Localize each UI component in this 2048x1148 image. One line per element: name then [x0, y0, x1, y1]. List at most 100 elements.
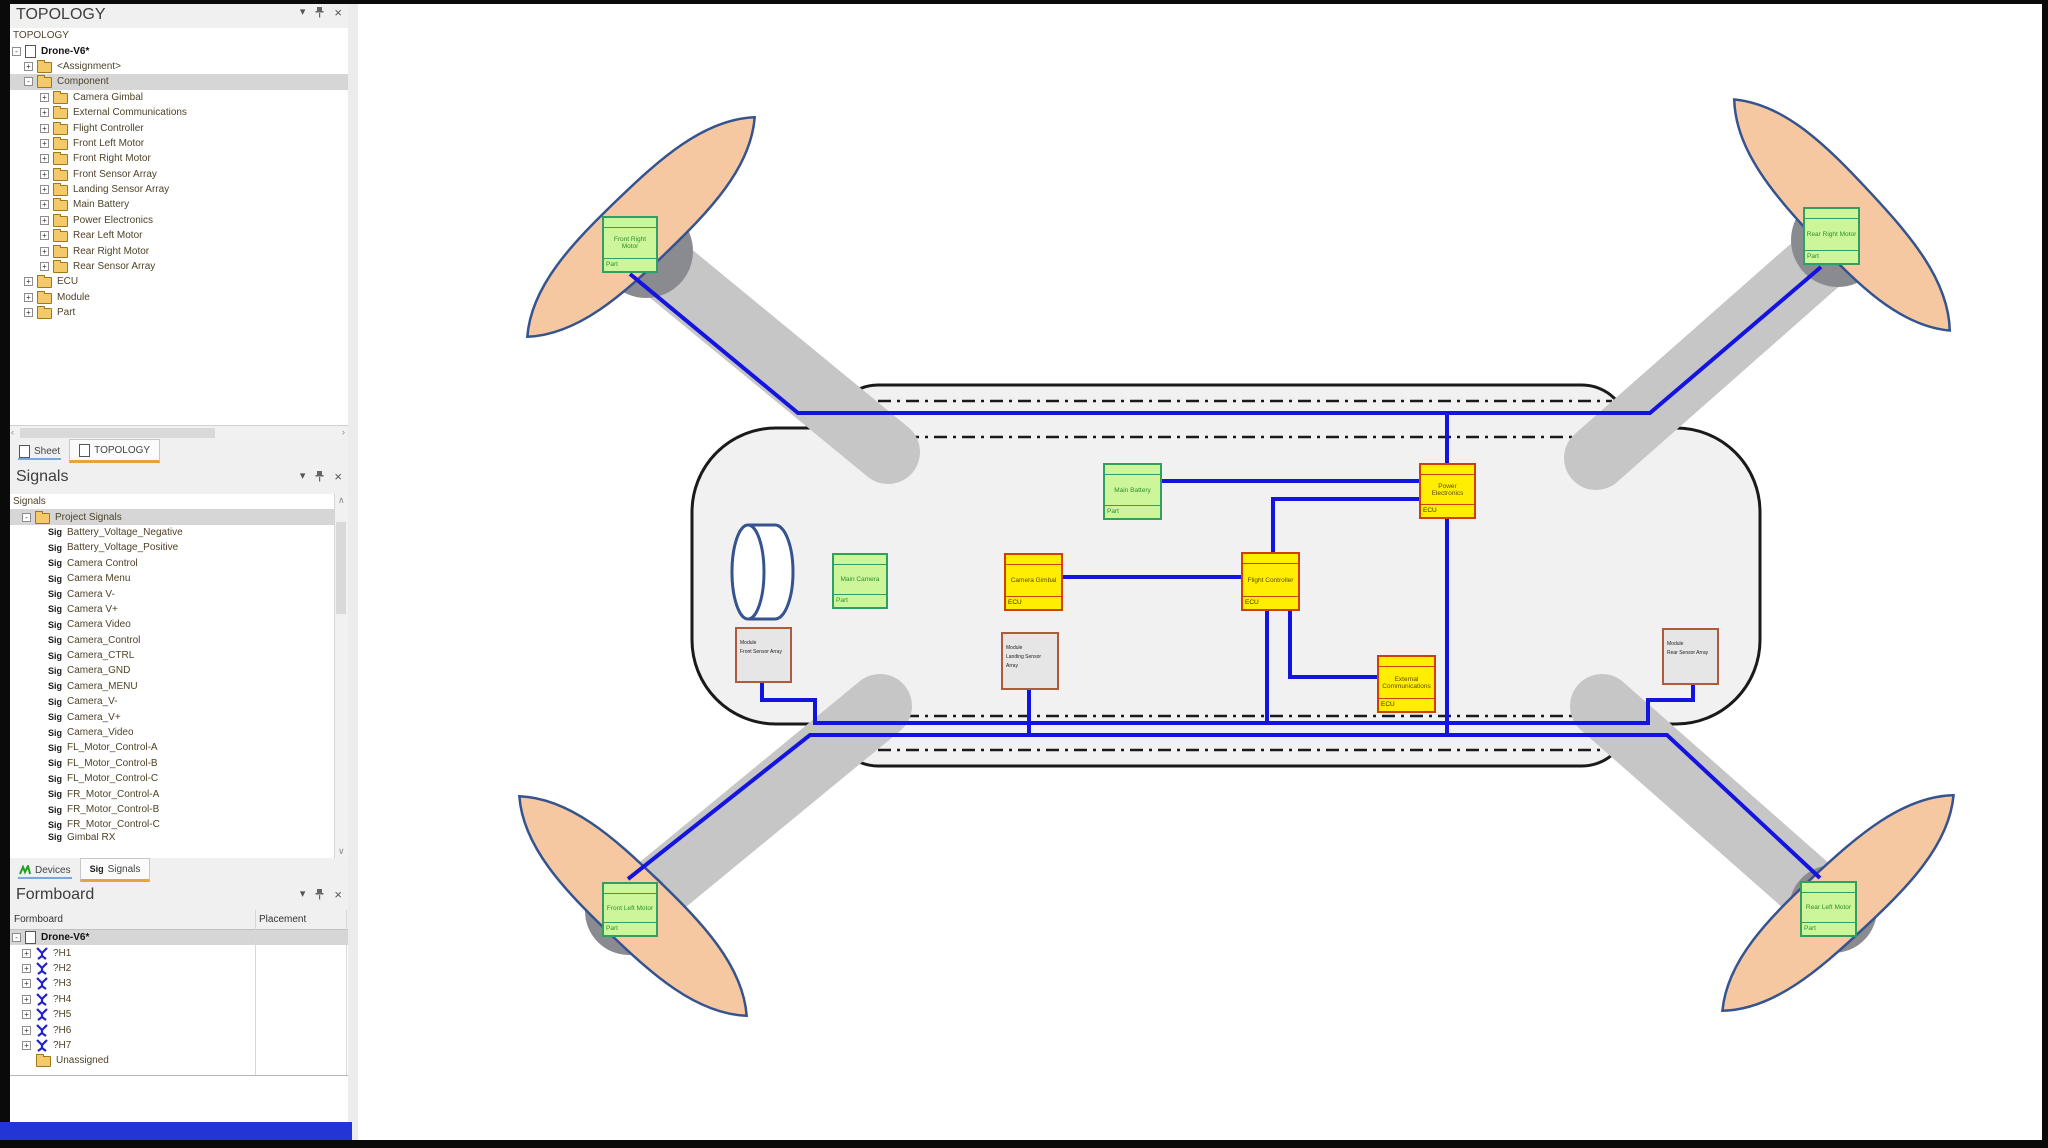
tree-item-unassigned[interactable]: Unassigned — [10, 1053, 348, 1068]
scroll-right-icon[interactable]: › — [342, 427, 345, 437]
tree-item-category[interactable]: + Module — [10, 290, 348, 305]
rear-right-motor-box[interactable]: Rear Right Motor Part — [1803, 207, 1860, 265]
tree-item-component-child[interactable]: + Camera Gimbal — [10, 90, 348, 105]
close-icon[interactable]: × — [334, 468, 342, 484]
harness-item[interactable]: + ?H6 — [10, 1022, 348, 1037]
tab-devices[interactable]: Devices — [10, 858, 80, 882]
front-sensor-array-module[interactable]: Module Front Sensor Array — [735, 627, 792, 683]
folder-icon — [53, 121, 68, 135]
topology-tree[interactable]: TOPOLOGY - Drone-V6* + <Assignment> - Co… — [10, 28, 348, 425]
tree-item-component-child[interactable]: + Rear Left Motor — [10, 228, 348, 243]
signal-item[interactable]: Sig Camera_CTRL — [48, 650, 135, 662]
front-left-motor-box[interactable]: Front Left Motor Part — [602, 882, 658, 937]
signal-item[interactable]: Sig FR_Motor_Control-B — [48, 804, 160, 815]
main-battery-box[interactable]: Main Battery Part — [1103, 463, 1162, 520]
external-communications-box[interactable]: External Communications ECU — [1377, 655, 1436, 713]
landing-sensor-array-module[interactable]: Module Landing Sensor Array — [1001, 632, 1059, 690]
harness-item[interactable]: + ?H1 — [10, 945, 348, 960]
tree-item-component[interactable]: - Component — [10, 74, 348, 90]
scroll-up-icon[interactable]: ∧ — [338, 495, 345, 505]
tree-item-component-child[interactable]: + Front Right Motor — [10, 151, 348, 166]
box-label: External Communications — [1382, 675, 1431, 690]
tree-item-component-child[interactable]: + Front Left Motor — [10, 136, 348, 151]
harness-item[interactable]: + ?H7 — [10, 1038, 348, 1053]
signal-item[interactable]: Sig Camera_V+ — [48, 711, 121, 723]
tree-item-component-child[interactable]: + Power Electronics — [10, 213, 348, 228]
box-label: Front Right Motor — [613, 236, 647, 250]
signal-item[interactable]: Sig Battery_Voltage_Positive — [48, 542, 179, 554]
main-camera-box[interactable]: Main Camera Part — [832, 553, 888, 609]
signal-item[interactable]: Sig Camera Control — [48, 557, 138, 569]
tree-item-category[interactable]: + Part — [10, 305, 348, 320]
signal-item[interactable]: Sig Camera V- — [48, 588, 115, 600]
box-header — [1802, 883, 1855, 893]
tree-item-component-child[interactable]: + Rear Right Motor — [10, 243, 348, 258]
signal-item[interactable]: Sig FR_Motor_Control-A — [48, 788, 160, 800]
formboard-panel-title: Formboard — [10, 884, 348, 908]
tab-signals[interactable]: Sig Signals — [79, 858, 151, 882]
tree-item-category[interactable]: + ECU — [10, 274, 348, 289]
folder-icon — [53, 198, 68, 212]
tab-topology[interactable]: TOPOLOGY — [69, 439, 161, 463]
tree-item-project[interactable]: - Drone-V6* — [10, 43, 348, 58]
signal-item[interactable]: Sig Camera_GND — [48, 665, 131, 677]
signals-vscrollbar[interactable]: ∧ ∨ — [334, 494, 348, 858]
scroll-left-icon[interactable]: ‹ — [11, 427, 14, 437]
wire-power-electronics-to-flight-controller — [1271, 497, 1419, 552]
formboard-column-headers[interactable]: Formboard Placement — [10, 910, 348, 930]
tree-item-assignment[interactable]: + <Assignment> — [10, 59, 348, 74]
tree-item-component-child[interactable]: + Flight Controller — [10, 120, 348, 135]
pin-icon[interactable] — [315, 470, 324, 482]
vscrollbar-thumb[interactable] — [336, 522, 346, 614]
box-label: Camera Gimbal — [1010, 577, 1057, 584]
signal-item[interactable]: Sig Camera Video — [48, 619, 131, 631]
tree-item-formboard-project[interactable]: - Drone-V6* — [10, 930, 348, 946]
close-icon[interactable]: × — [334, 886, 342, 902]
signals-tree[interactable]: Signals - Project Signals Sig Battery_Vo… — [10, 494, 348, 858]
signal-item[interactable]: Sig FL_Motor_Control-A — [48, 742, 158, 754]
chevron-down-icon[interactable]: ▾ — [299, 5, 306, 18]
pin-icon[interactable] — [315, 888, 324, 900]
harness-item[interactable]: + ?H4 — [10, 992, 348, 1007]
formboard-tree[interactable]: - Drone-V6* + ?H1 + ?H2 — [10, 930, 348, 1122]
column-divider[interactable] — [255, 910, 256, 1075]
signal-item-partial[interactable]: Sig Gimbal RX — [48, 832, 116, 842]
wires[interactable] — [626, 265, 1823, 881]
tree-item-component-child[interactable]: + External Communications — [10, 105, 348, 120]
tree-item-component-child[interactable]: + Landing Sensor Array — [10, 182, 348, 197]
signal-item[interactable]: Sig FR_Motor_Control-C — [48, 819, 160, 831]
close-icon[interactable]: × — [334, 4, 342, 20]
tree-item-component-child[interactable]: + Rear Sensor Array — [10, 259, 348, 274]
hscrollbar-thumb[interactable] — [20, 428, 215, 438]
signal-item[interactable]: Sig Camera_V- — [48, 696, 118, 708]
harness-item[interactable]: + ?H2 — [10, 961, 348, 976]
signal-item[interactable]: Sig Camera_Video — [48, 727, 134, 739]
signal-item[interactable]: Sig Camera_Control — [48, 634, 141, 646]
signal-item[interactable]: Sig Camera Menu — [48, 573, 131, 585]
pin-icon[interactable] — [315, 6, 324, 18]
front-right-motor-box[interactable]: Front Right Motor Part — [602, 216, 658, 273]
tree-item-component-child[interactable]: + Main Battery — [10, 197, 348, 212]
flight-controller-box[interactable]: Flight Controller ECU — [1241, 552, 1300, 611]
signal-item[interactable]: Sig Camera V+ — [48, 603, 118, 615]
signal-item[interactable]: Sig FL_Motor_Control-C — [48, 773, 159, 785]
chevron-down-icon[interactable]: ▾ — [299, 469, 306, 482]
tree-item-component-child[interactable]: + Front Sensor Array — [10, 167, 348, 182]
body-dashdot-lines — [850, 399, 1612, 752]
camera-gimbal-box[interactable]: Camera Gimbal ECU — [1004, 553, 1063, 611]
signal-item[interactable]: Sig Camera_MENU — [48, 680, 138, 692]
harness-item[interactable]: + ?H5 — [10, 1007, 348, 1022]
column-divider[interactable] — [346, 910, 347, 1075]
panel-canvas-divider[interactable] — [348, 4, 358, 1140]
rear-left-motor-box[interactable]: Rear Left Motor Part — [1800, 881, 1857, 937]
box-label: Rear Right Motor — [1806, 231, 1857, 238]
chevron-down-icon[interactable]: ▾ — [299, 887, 306, 900]
signal-item[interactable]: Sig Battery_Voltage_Negative — [48, 526, 183, 538]
tab-sheet[interactable]: Sheet — [10, 439, 69, 463]
signal-item[interactable]: Sig FL_Motor_Control-B — [48, 757, 158, 769]
scroll-down-icon[interactable]: ∨ — [338, 846, 345, 856]
power-electronics-box[interactable]: Power Electronics ECU — [1419, 463, 1476, 519]
rear-sensor-array-module[interactable]: Module Rear Sensor Array — [1662, 628, 1719, 685]
tree-item-project-signals[interactable]: - Project Signals — [10, 509, 348, 525]
harness-item[interactable]: + ?H3 — [10, 976, 348, 991]
